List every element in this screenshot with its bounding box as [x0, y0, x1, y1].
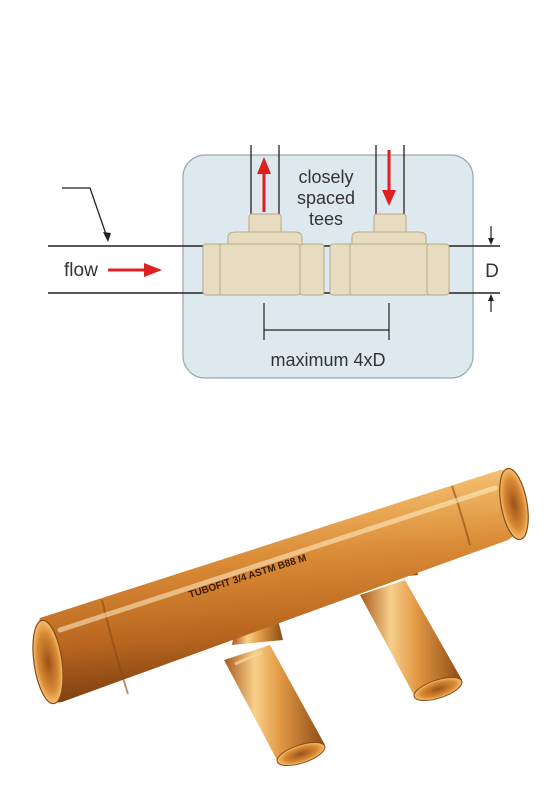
left-pipe-end — [32, 619, 64, 705]
left-socket-ring — [101, 599, 129, 695]
spacing-dimension — [263, 303, 390, 340]
manifold-diagram: flow closely spaced tees D maximum 4xD — [48, 145, 500, 379]
spacing-label: maximum 4xD — [270, 350, 385, 370]
right-socket-ring — [451, 485, 471, 546]
tee-region-panel — [182, 154, 474, 379]
tees-label-line-2: spaced — [297, 188, 355, 208]
callout-leader — [62, 187, 109, 241]
tees-label-line-1: closely — [298, 167, 353, 187]
copper-manifold-photo: TUBOFIT 3/4 ASTM B88 M — [32, 467, 529, 767]
diameter-dimension — [488, 226, 494, 312]
tee-fitting-1 — [202, 213, 325, 296]
return-arrow — [382, 150, 396, 206]
tee-fitting-2 — [329, 213, 450, 296]
outflow-arrow — [257, 157, 271, 212]
right-pipe-end — [499, 467, 529, 541]
diameter-label: D — [485, 261, 499, 282]
pipe-highlight — [57, 485, 498, 633]
flow-arrow — [108, 263, 162, 277]
flow-label: flow — [64, 260, 98, 281]
callout-leader-arrowhead — [103, 232, 111, 242]
main-pipe-body — [35, 469, 523, 703]
tees-label-line-3: tees — [309, 209, 343, 229]
